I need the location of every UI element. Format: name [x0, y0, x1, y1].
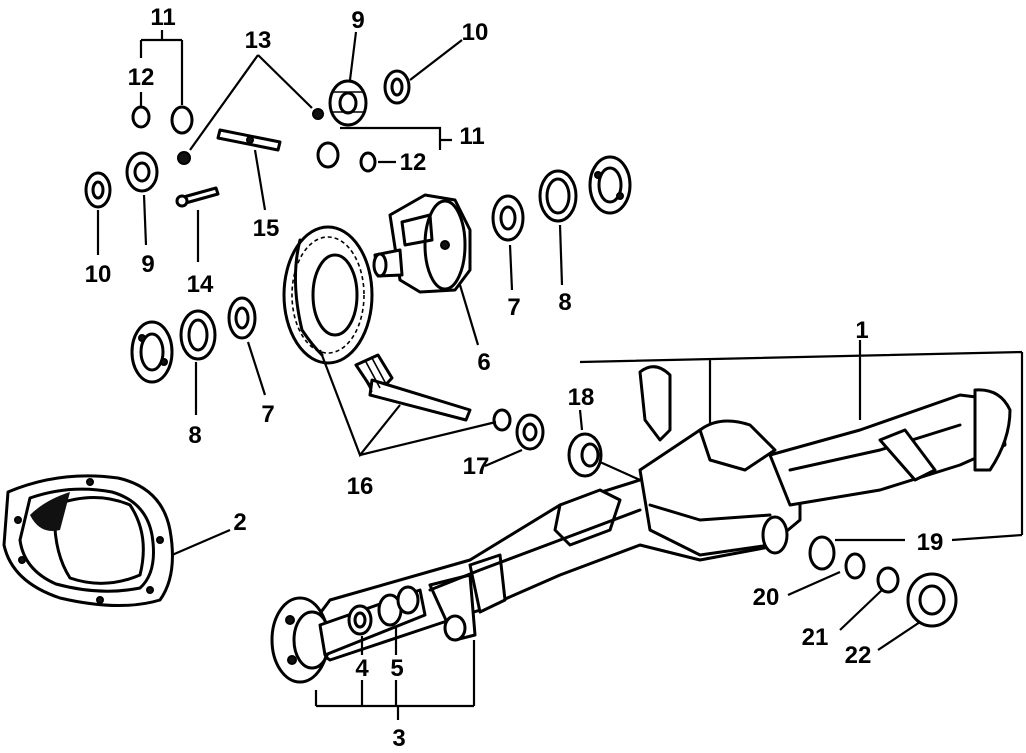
- label-9-left: 9: [141, 251, 154, 278]
- part-4-bearing: [347, 604, 373, 636]
- part-1-axle-housing: [298, 365, 1012, 662]
- label-18: 18: [568, 384, 595, 411]
- label-12-left: 12: [128, 64, 155, 91]
- label-5: 5: [390, 655, 403, 682]
- part-9-side-gear-left: [125, 151, 159, 193]
- part-14-pin-bolt: [175, 186, 220, 208]
- label-16: 16: [347, 473, 374, 500]
- part-7-left-bearing: [227, 296, 257, 340]
- part-16-ring-gear: [282, 225, 374, 365]
- part-6-differential-case: [372, 193, 472, 294]
- label-7-left: 7: [261, 401, 274, 428]
- label-15: 15: [253, 215, 280, 242]
- label-20: 20: [753, 584, 780, 611]
- part-10-thrust-washer-left: [84, 171, 112, 209]
- part-21-bearing: [876, 566, 900, 594]
- label-10-left: 10: [85, 261, 112, 288]
- label-21: 21: [802, 624, 829, 651]
- label-19: 19: [917, 529, 944, 556]
- part-16-pinion-washer: [492, 408, 512, 432]
- label-6: 6: [477, 349, 490, 376]
- part-12-washer-left: [131, 105, 151, 129]
- label-10-top: 10: [462, 19, 489, 46]
- label-7-right: 7: [507, 294, 520, 321]
- part-13-lock-bolts: [177, 108, 324, 165]
- part-11-pinion-gear-left: [170, 105, 194, 135]
- part-8-right-bearing-cup: [538, 155, 632, 223]
- label-14: 14: [187, 271, 214, 298]
- label-4: 4: [355, 655, 369, 682]
- part-18-pinion-seal: [567, 432, 603, 478]
- part-7-right-bearing: [491, 194, 525, 242]
- label-11-right: 11: [459, 123, 484, 150]
- part-8-left-bearing-cup: [130, 309, 217, 384]
- part-17-pinion-bearing: [515, 413, 545, 451]
- part-22-hub: [906, 572, 958, 628]
- label-3: 3: [392, 725, 405, 752]
- part-2-cover: [2, 474, 174, 608]
- part-10-thrust-washer-top: [383, 69, 411, 105]
- part-16-pinion-gear: [354, 353, 472, 422]
- label-22: 22: [845, 642, 872, 669]
- label-12-right: 12: [400, 149, 427, 176]
- label-17: 17: [463, 453, 490, 480]
- label-8-right: 8: [558, 289, 571, 316]
- part-20-seal: [808, 535, 866, 580]
- part-9-side-gear-top: [328, 79, 368, 127]
- label-2: 2: [233, 509, 246, 536]
- leader-lines: [96, 30, 1024, 720]
- part-15-pinion-shaft: [216, 128, 282, 152]
- label-1: 1: [855, 317, 868, 344]
- part-12-washer-right: [359, 151, 377, 173]
- label-8-left: 8: [188, 422, 201, 449]
- part-11-pinion-gear-right: [316, 141, 340, 169]
- part-5-seal: [377, 585, 420, 627]
- label-9-top: 9: [351, 7, 364, 34]
- label-11-top: 11: [150, 4, 175, 31]
- label-13: 13: [245, 27, 272, 54]
- callout-labels: 1 2 3 4 5 6 7 7 8 8 9 9 10 10 11 11 12 1…: [85, 4, 944, 752]
